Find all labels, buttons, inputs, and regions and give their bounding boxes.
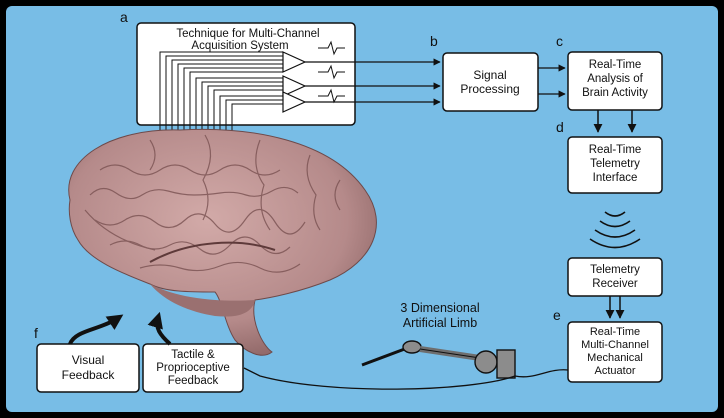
telemetry-receiver-line-2: Receiver: [592, 278, 638, 290]
actuator-box: Real-Time Multi-Channel Mechanical Actua…: [567, 321, 663, 383]
label-c: c: [556, 33, 563, 49]
tactile-feedback-box: Tactile & Proprioceptive Feedback: [142, 343, 244, 393]
brain-image: [68, 128, 377, 356]
analysis-line-1: Real-Time: [589, 59, 642, 71]
actuator-line-3: Mechanical: [587, 352, 643, 364]
analysis-line-2: Analysis of: [587, 73, 643, 85]
limb-label-line-2: Artificial Limb: [403, 316, 477, 330]
signal-processing-line-2: Processing: [460, 82, 519, 96]
feedback-cable: [243, 367, 569, 390]
robot-arm-icon: [361, 340, 516, 379]
receiver-to-actuator-arrows: [605, 296, 625, 319]
visual-feedback-line-1: Visual: [72, 353, 104, 367]
label-b: b: [430, 33, 438, 49]
analysis-box: Real-Time Analysis of Brain Activity: [567, 51, 663, 111]
telemetry-interface-line-3: Interface: [593, 172, 638, 184]
telemetry-interface-box: Real-Time Telemetry Interface: [567, 136, 663, 194]
acquisition-title-1: Technique for Multi-Channel: [176, 28, 319, 40]
waveform-icon: [318, 40, 345, 104]
telemetry-receiver-box: Telemetry Receiver: [567, 257, 663, 297]
actuator-line-4: Actuator: [595, 365, 636, 377]
tactile-feedback-line-3: Feedback: [168, 375, 219, 387]
label-f: f: [34, 325, 38, 341]
actuator-line-1: Real-Time: [590, 326, 640, 338]
visual-feedback-box: Visual Feedback: [36, 343, 140, 393]
processing-to-analysis-arrows: [538, 64, 566, 98]
tactile-feedback-line-1: Tactile &: [171, 349, 215, 361]
label-e: e: [553, 307, 561, 323]
telemetry-receiver-line-1: Telemetry: [590, 264, 640, 276]
telemetry-interface-line-1: Real-Time: [589, 144, 642, 156]
telemetry-interface-line-2: Telemetry: [590, 158, 640, 170]
visual-feedback-line-2: Feedback: [62, 368, 116, 382]
acquisition-title-2: Acquisition System: [191, 40, 288, 52]
limb-label-line-1: 3 Dimensional: [400, 301, 479, 315]
signal-processing-line-1: Signal: [473, 68, 506, 82]
actuator-line-2: Multi-Channel: [581, 339, 649, 351]
amplifier-outputs: [305, 58, 441, 106]
wireless-signal-icon: [589, 211, 641, 249]
amplifier-icon: [282, 51, 307, 113]
label-d: d: [556, 119, 564, 135]
analysis-to-interface-arrows: [593, 110, 637, 133]
label-a: a: [120, 9, 128, 25]
tactile-feedback-line-2: Proprioceptive: [156, 362, 230, 374]
feedback-arrows: [68, 311, 172, 346]
signal-processing-box: Signal Processing: [442, 52, 539, 112]
acquisition-box: Technique for Multi-Channel Acquisition …: [136, 22, 356, 126]
analysis-line-3: Brain Activity: [582, 87, 648, 99]
